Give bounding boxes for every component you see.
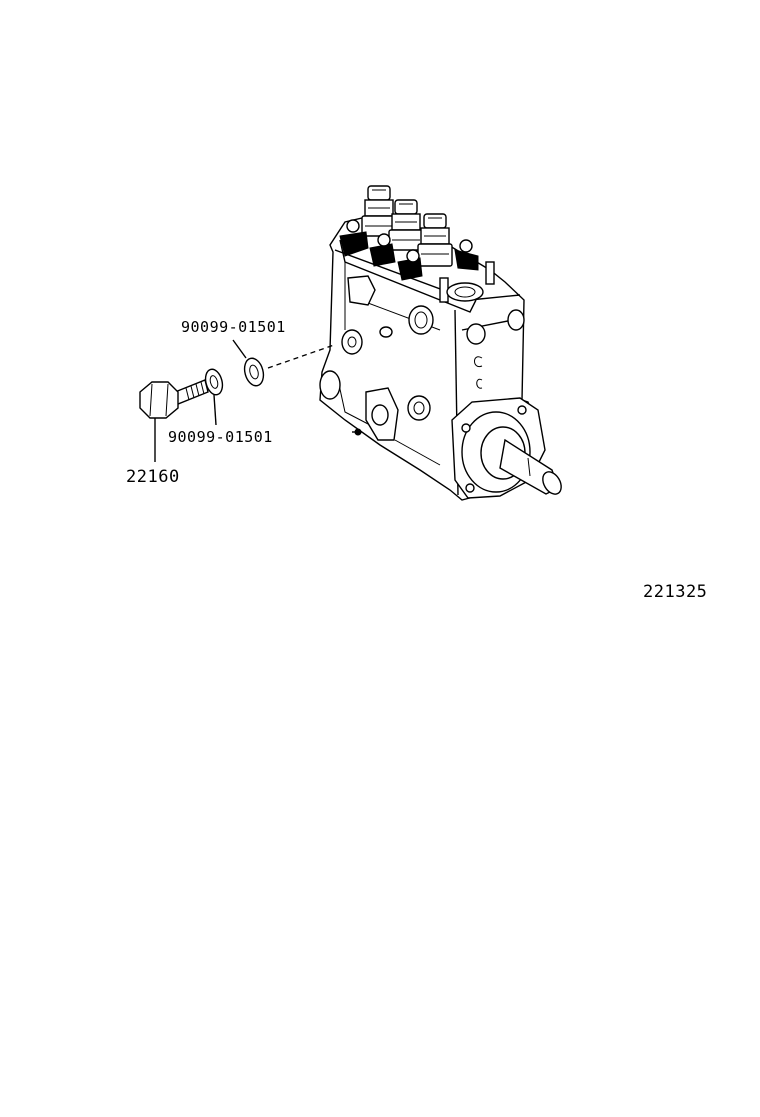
delivery-valve-3: [417, 213, 453, 267]
injection-pump-assembly: [319, 185, 562, 501]
callout-washer-upper: 90099-01501: [181, 318, 286, 336]
washer-upper: [232, 339, 265, 387]
figure-number: 221325: [643, 582, 708, 602]
exploded-view-dashed-line: [267, 344, 335, 369]
callout-bolt: 22160: [126, 467, 180, 487]
delivery-valve-1: [361, 185, 397, 237]
washer-lower: [204, 368, 224, 426]
bolt-22160: [139, 379, 209, 462]
drive-shaft: [499, 438, 562, 495]
delivery-valve-2: [388, 199, 424, 251]
callout-washer-lower: 90099-01501: [168, 428, 273, 446]
